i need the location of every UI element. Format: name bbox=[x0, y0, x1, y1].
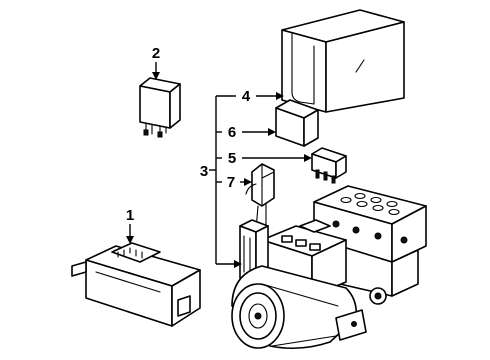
leader-callout-2 bbox=[152, 62, 160, 80]
callout-2: 2 bbox=[152, 45, 160, 62]
callout-5: 5 bbox=[228, 150, 236, 167]
callout-3: 3 bbox=[200, 163, 208, 180]
leader-callout-3 bbox=[209, 92, 312, 268]
module-part-1 bbox=[71, 242, 201, 327]
leader-callout-1 bbox=[126, 224, 134, 244]
sensor-part-7 bbox=[245, 163, 275, 233]
callout-6: 6 bbox=[228, 124, 236, 141]
callout-4: 4 bbox=[242, 88, 251, 105]
callout-1: 1 bbox=[126, 207, 134, 224]
abs-unit-part-3 bbox=[231, 185, 427, 350]
cover-part-4 bbox=[281, 9, 405, 113]
relay-part-5 bbox=[311, 147, 347, 184]
relay-part-6 bbox=[275, 99, 319, 147]
callout-7: 7 bbox=[227, 174, 235, 191]
relay-part-2 bbox=[139, 77, 181, 138]
